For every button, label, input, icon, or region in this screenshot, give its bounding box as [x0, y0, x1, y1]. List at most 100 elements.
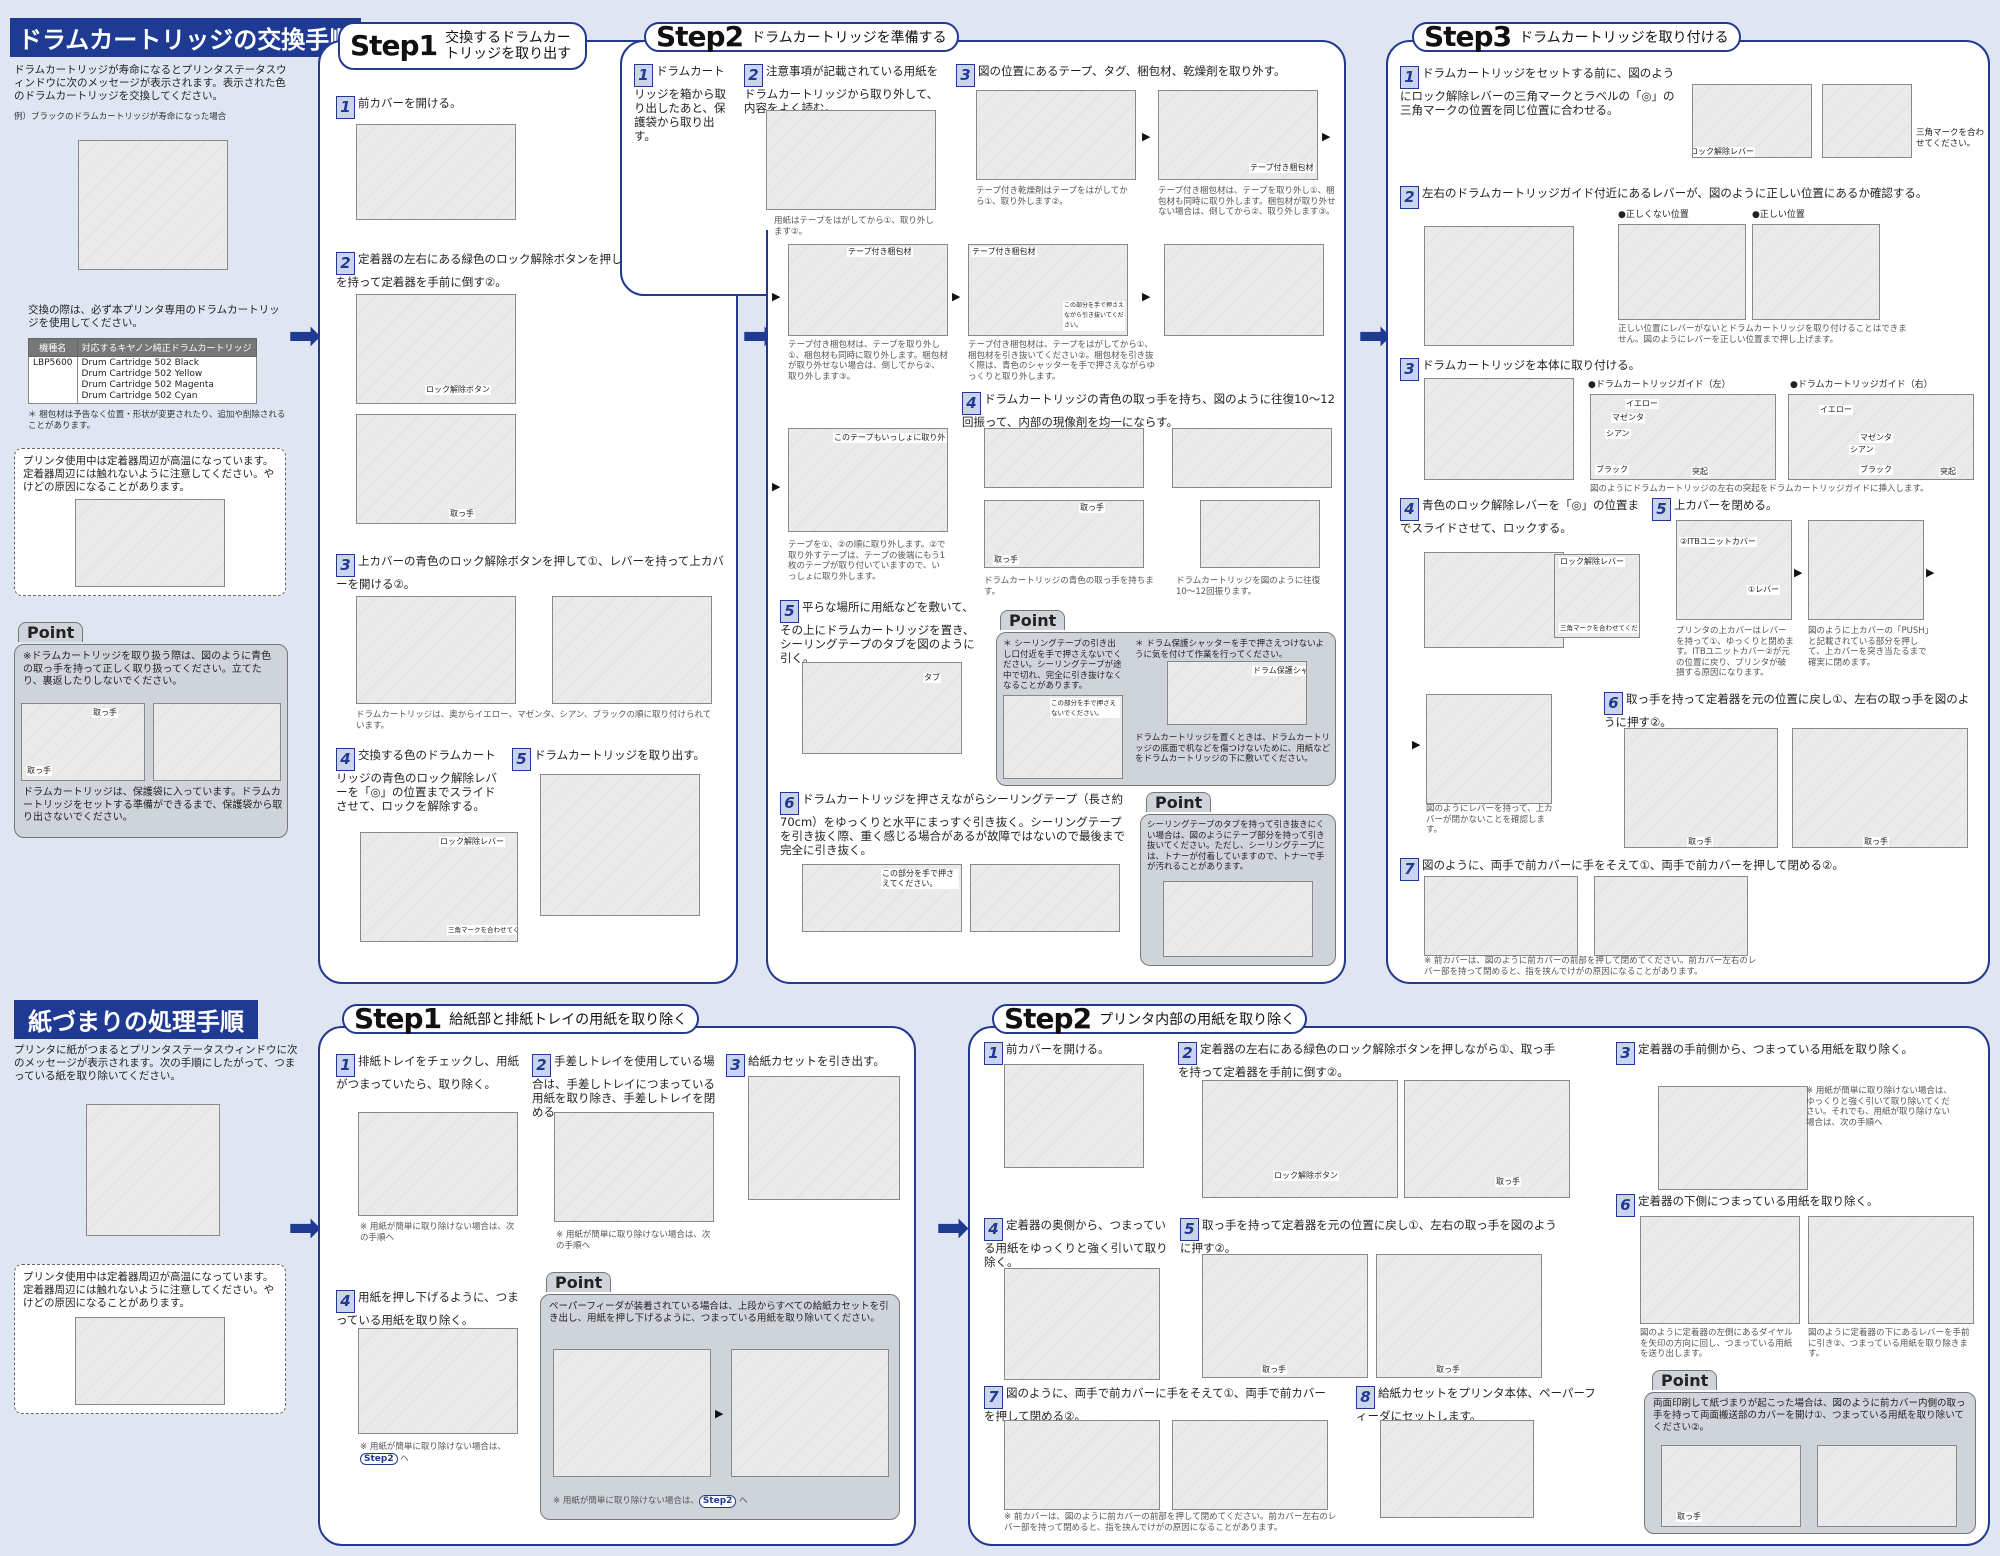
packing-tape-illustration-4	[1164, 244, 1324, 336]
point-tab: Point	[546, 1272, 612, 1292]
protect-bag-note: ドラムカートリッジは、保護袋に入っています。ドラムカートリッジをセットする準備が…	[23, 787, 283, 823]
set-cassette-illustration	[1380, 1420, 1534, 1518]
notice-paper-caption: 用紙はテープをはがしてから①、取り外します②。	[774, 216, 934, 237]
jam-push-fuser-illustration: 取っ手	[1376, 1254, 1542, 1378]
flow-arrow-icon: ➡	[1358, 313, 1392, 359]
packing-tape-illustration-1: テープ付き梱包材	[1158, 90, 1318, 180]
manual-tray-illustration	[554, 1112, 714, 1222]
status-window-screenshot	[78, 140, 228, 270]
next-arrow-icon: ▶	[772, 290, 781, 303]
next-arrow-icon: ▶	[715, 1407, 724, 1420]
next-arrow-icon: ▶	[1926, 566, 1935, 579]
packing-tape-illustration-3: テープ付き梱包材この部分を手で押さえながら引き抜いてください。	[968, 244, 1128, 336]
return-fuser-illustration: 取っ手	[1624, 728, 1778, 848]
feeder-cassettes-illustration-1	[553, 1349, 711, 1477]
desiccant-caption: テープ付き乾燥剤はテープをはがしてから①、取り外します②。	[976, 186, 1128, 207]
jam-close-front-cover-illustration	[1004, 1420, 1160, 1510]
heat-warning-box: プリンタ使用中は定着器周辺が高温になっています。定着器周辺には触れないように注意…	[14, 448, 286, 596]
remove-notice-paper-illustration	[766, 110, 936, 210]
align-triangle-closeup	[1822, 84, 1912, 158]
packing-footnote: ＊ 梱包材は予告なく位置・形状が変更されたり、追加や削除されることがあります。	[28, 410, 286, 431]
next-arrow-icon: ▶	[1142, 290, 1151, 303]
next-arrow-icon: ▶	[1142, 130, 1151, 143]
point-text: ※ドラムカートリッジを取り扱う際は、図のように青色の取っ手を持って正しく取り扱っ…	[23, 651, 272, 687]
jam-s2-next-caption: ※ 用紙が簡単に取り除けない場合は、次の手順へ	[556, 1230, 711, 1251]
panel-patch	[768, 224, 1344, 238]
point-tab: Point	[1652, 1370, 1718, 1390]
point-tab: Point	[18, 622, 84, 642]
step2-reference-button[interactable]: Step2	[360, 1452, 398, 1465]
check-cover-caption: 図のようにレバーを持って、上カバーが閉かないことを確認します。	[1426, 804, 1553, 835]
guide-caption: 図のようにドラムカートリッジの左右の突起をドラムカートリッジガイドに挿入します。	[1590, 484, 1929, 494]
jam-s3-note: ※ 用紙が簡単に取り除けない場合は、ゆっくりと強く引いて取り除いてください。それ…	[1806, 1086, 1952, 1128]
point-text-c: ドラムカートリッジを置くときは、ドラムカートリッジの底面で机などを傷つけないため…	[1135, 733, 1331, 764]
fuser-back-paper-illustration	[1004, 1268, 1160, 1380]
hold-handle-caption: ドラムカートリッジの青色の取っ手を持ちます。	[984, 576, 1154, 597]
close-cover-caption-b: 図のように上カバーの「PUSH」と記載されている部分を押して、上カバーを突き当た…	[1808, 626, 1934, 668]
fuser-dial-illustration	[1640, 1216, 1800, 1324]
upper-cover-lock-illustration	[356, 596, 516, 704]
point-tab: Point	[1000, 610, 1066, 630]
cartridge-carry-illustration	[153, 703, 281, 781]
lever-caption: 正しい位置にレバーがないとドラムカートリッジを取り付けることはできません。図のよ…	[1618, 324, 1907, 345]
close-front-cover-illustration	[1424, 876, 1578, 956]
point-caption: ※ 用紙が簡単に取り除けない場合は、Step2 へ	[553, 1495, 748, 1508]
drum-intro: ドラムカートリッジが寿命になるとプリンタステータスウィンドウに次のメッセージが表…	[14, 64, 287, 102]
desiccant-illustration	[976, 90, 1136, 180]
pull-cassette-illustration	[748, 1076, 900, 1200]
jam-fuser-tilt-illustration: 取っ手	[1404, 1080, 1570, 1198]
point-text: シーリングテープのタブを持って引き抜きにくい場合は、図のようにテープ部分を持って…	[1147, 820, 1325, 872]
next-arrow-icon: ▶	[1794, 566, 1803, 579]
drum-example: 例）ブラックのドラムカートリッジが寿命になった場合	[14, 112, 227, 122]
shake-direction-illustration	[1200, 500, 1320, 568]
feeder-cassettes-illustration-2	[731, 1349, 889, 1477]
packing-tape-caption-3: テープ付き梱包材は、テープをはがしてから①、梱包材を引き抜いてください②。梱包材…	[968, 340, 1156, 382]
drum-section-title: ドラムカートリッジの交換手順	[10, 18, 362, 57]
duplex-remove-illustration	[1817, 1445, 1957, 1527]
point-box-paper-feeder: ペーパーフィーダが装着されている場合は、上段からすべての給紙カセットを引き出し、…	[540, 1294, 900, 1520]
close-cover-caption-a: プリンタの上カバーはレバーを持って①、ゆっくりと閉めます。ITBユニットカバー②…	[1676, 626, 1794, 678]
guide-right-illustration: イエローマゼンタシアンブラック突起	[1788, 394, 1974, 480]
point-text-b: ＊ ドラム保護シャッターを手で押さえつけないように気を付けて作業を行ってください…	[1135, 639, 1325, 660]
push-down-paper-illustration	[358, 1328, 518, 1434]
hold-handle-illustration	[984, 428, 1144, 488]
upper-cover-open-illustration	[552, 596, 712, 704]
fuser-lever-caption: 図のように定着器の下にあるレバーを手前に引き②、つまっている用紙を取り除きます。	[1808, 1328, 1970, 1359]
point-box-drum-handling: ※ドラムカートリッジを取り扱う際は、図のように青色の取っ手を持って正しく取り扱っ…	[14, 644, 288, 838]
jam-intro: プリンタに紙がつまるとプリンタステータスウィンドウに次のメッセージが表示されます…	[14, 1044, 298, 1082]
press-warning-illustration: この部分を手で押さえないでください。	[1003, 695, 1123, 779]
duplex-open-illustration: 取っ手	[1661, 1445, 1801, 1527]
check-upper-cover-illustration	[1426, 694, 1552, 804]
horizontal-pull-illustration	[970, 864, 1120, 932]
flow-arrow-icon: ➡	[288, 313, 322, 359]
step2-reference-button[interactable]: Step2	[698, 1495, 737, 1508]
jam-s4-caption: ※ 用紙が簡単に取り除けない場合は、Step2 へ	[360, 1442, 506, 1465]
point-box-duplex: 両面印刷して紙づまりが起こった場合は、図のように前カバー内側の取っ手を持って両面…	[1644, 1392, 1976, 1534]
point-tab: Point	[1146, 792, 1212, 812]
jam-status-window-screenshot	[86, 1104, 220, 1236]
output-tray-illustration	[358, 1112, 518, 1216]
guide-left-illustration: イエローマゼンタシアンブラック突起	[1590, 394, 1776, 480]
jam-front-cover-footnote: ※ 前カバーは、図のように前カバーの前部を押して閉めてください。前カバー左右のレ…	[1004, 1512, 1337, 1533]
